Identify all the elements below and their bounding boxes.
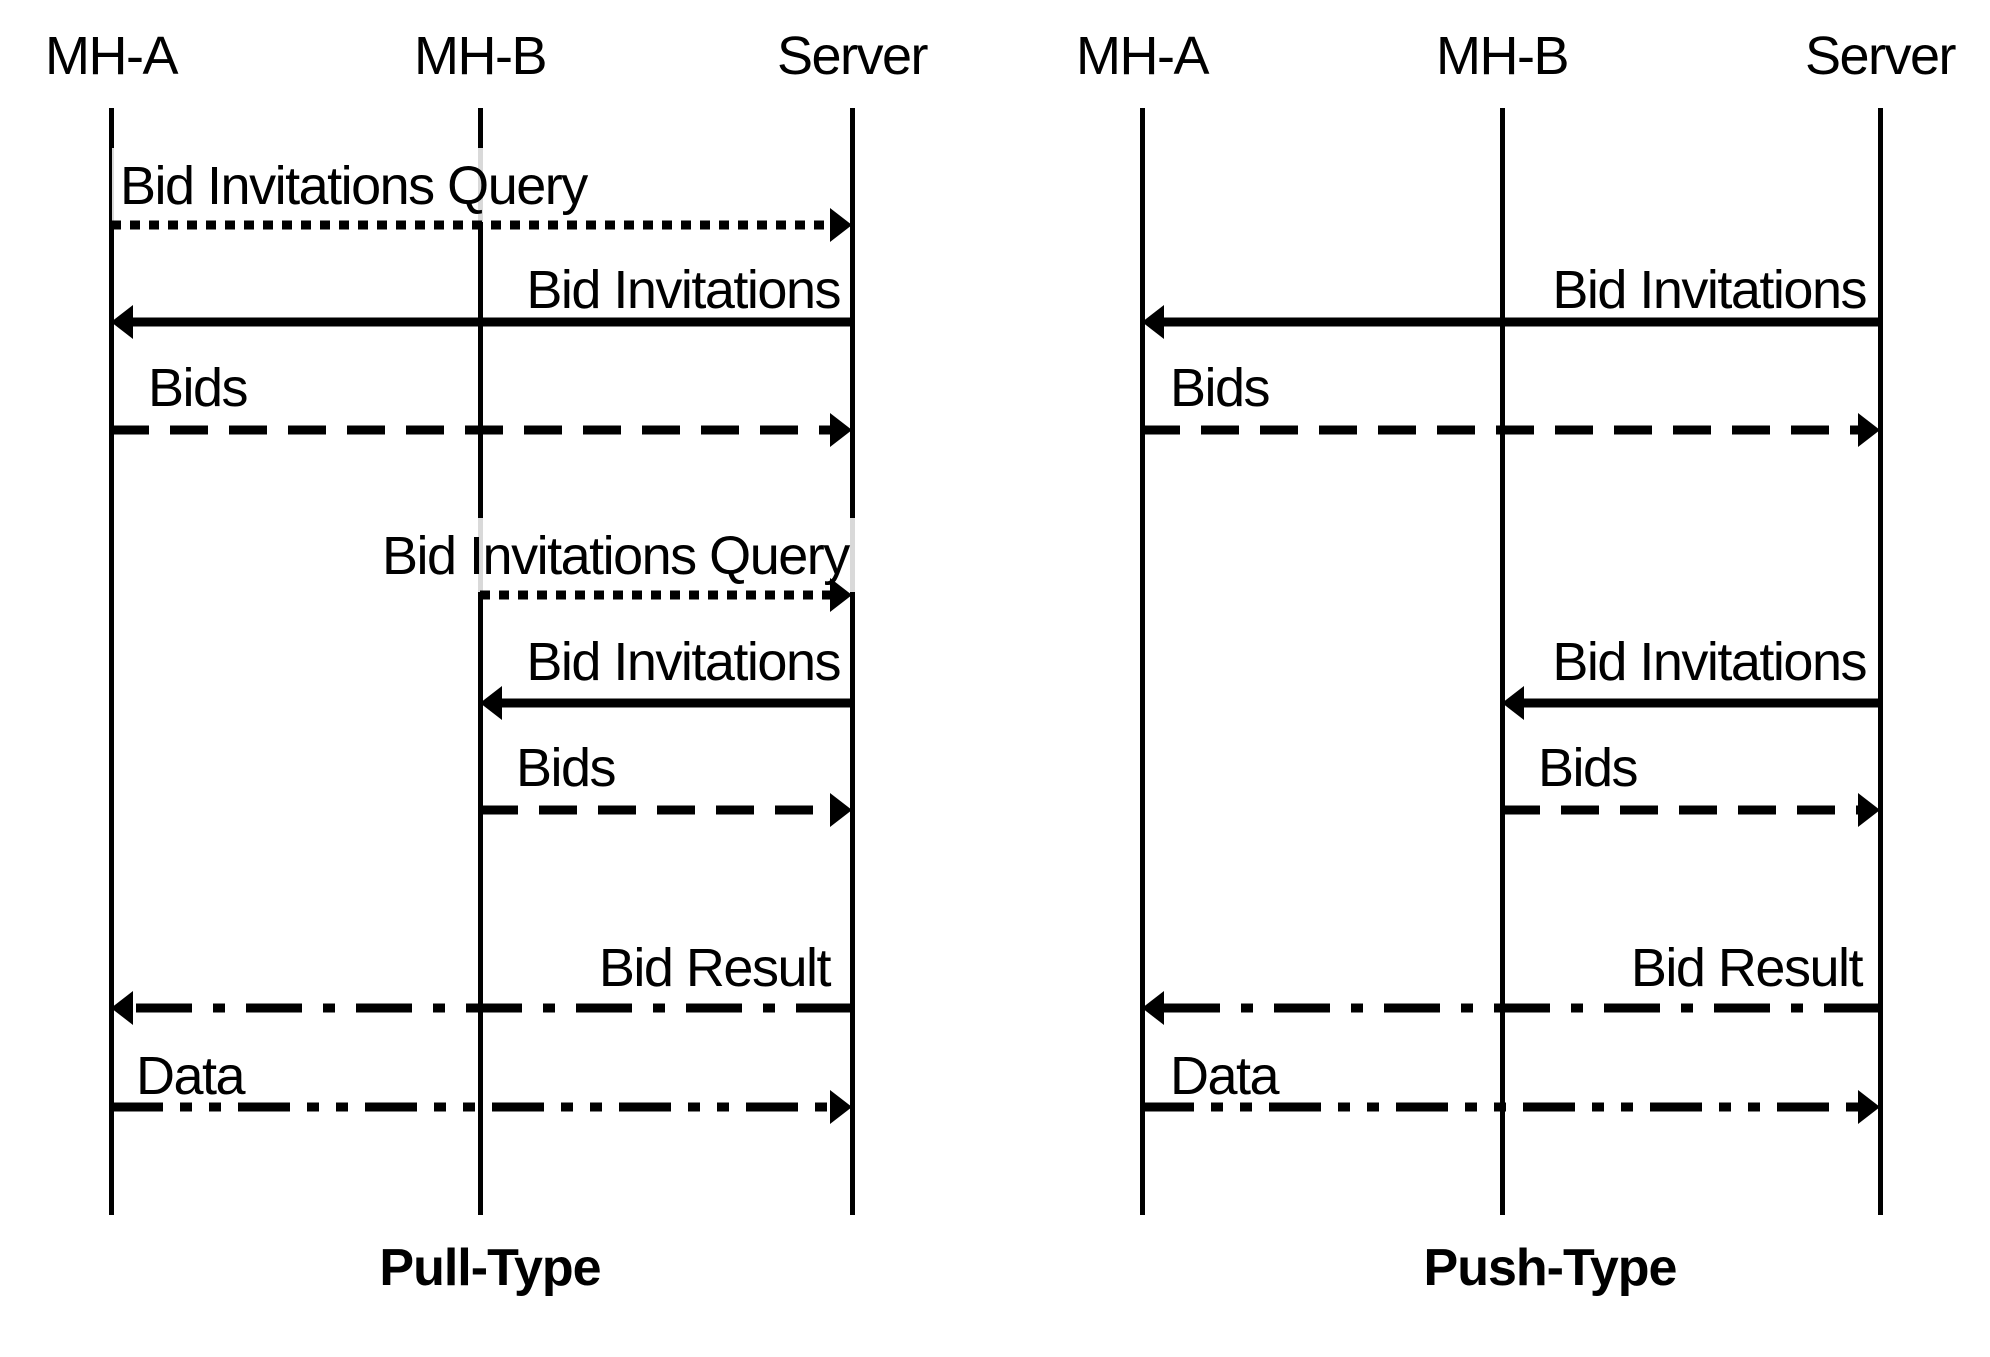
message-label: Bids [140, 350, 256, 424]
message-label: Bid Invitations [1544, 252, 1874, 326]
lifeline-label: MH-B [1436, 26, 1569, 86]
message-label: Bid Result [590, 930, 838, 1004]
lifeline-label: MH-A [1076, 26, 1209, 86]
lifeline [1139, 108, 1145, 1215]
lifeline [477, 108, 483, 1215]
message-label: Bid Invitations [518, 252, 848, 326]
lifeline [1499, 108, 1505, 1215]
diagram-title: Pull-Type [379, 1239, 601, 1297]
arrowhead-icon [830, 578, 852, 612]
message-label: Bid Invitations [1544, 624, 1874, 698]
message-label: Data [128, 1038, 253, 1112]
arrowhead-icon [111, 305, 133, 339]
arrowhead-icon [1142, 991, 1164, 1025]
arrowhead-icon [830, 413, 852, 447]
lifeline [108, 108, 114, 1215]
lifeline [1877, 108, 1883, 1215]
lifeline [849, 108, 855, 1215]
arrowhead-icon [830, 1090, 852, 1124]
message-label: Bid Invitations [518, 624, 848, 698]
lifeline-label: MH-B [414, 26, 547, 86]
message-label: Bids [1162, 350, 1278, 424]
message-label: Bids [1530, 730, 1646, 804]
arrowhead-icon [1858, 793, 1880, 827]
lifeline-label: Server [1804, 26, 1957, 86]
message-label: Bid Invitations Query [112, 148, 595, 222]
arrowhead-icon [830, 208, 852, 242]
arrowhead-icon [111, 991, 133, 1025]
arrowhead-icon [1502, 686, 1524, 720]
message-label: Bid Result [1622, 930, 1870, 1004]
arrowhead-icon [1858, 413, 1880, 447]
arrowhead-icon [830, 793, 852, 827]
diagram-title: Push-Type [1423, 1239, 1678, 1297]
arrowhead-icon [1858, 1090, 1880, 1124]
message-label: Data [1162, 1038, 1287, 1112]
message-label: Bid Invitations Query [374, 518, 857, 592]
arrowhead-icon [480, 686, 502, 720]
arrowhead-icon [1142, 305, 1164, 339]
message-label: Bids [508, 730, 624, 804]
lifeline-label: Server [776, 26, 929, 86]
lifeline-label: MH-A [45, 26, 178, 86]
